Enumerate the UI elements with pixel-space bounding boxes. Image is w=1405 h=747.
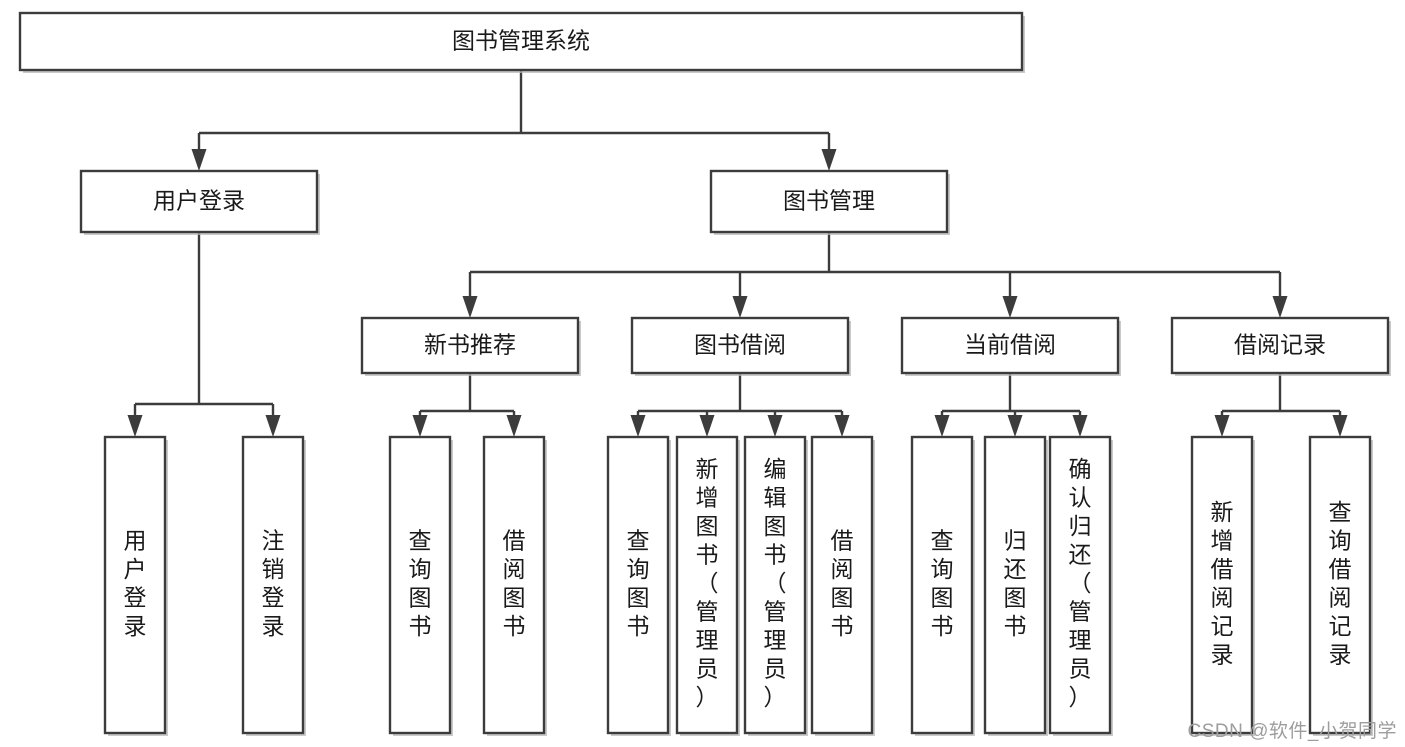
edge-arrowhead [462,296,478,318]
edge-group-new-book-rec [412,373,522,437]
edge-layer [127,70,1348,437]
node-leaf-borrow-book-rec[interactable]: 借阅图书 [482,435,547,736]
node-label: 查询图书 [409,527,432,639]
node-box[interactable] [388,435,452,735]
edge-arrowhead [1002,296,1018,318]
edge-arrowhead [506,415,522,437]
node-new-book-rec[interactable]: 新书推荐 [360,316,581,376]
edge-arrowhead [191,149,207,171]
node-label: 图书管理 [783,188,875,214]
edge-arrowhead [732,296,748,318]
node-label: 新增借阅记录 [1211,499,1234,668]
node-box[interactable] [606,435,670,735]
node-box[interactable] [1190,435,1254,735]
edge-arrowhead [821,149,837,171]
node-box[interactable] [1170,316,1390,375]
edge-arrowhead [265,415,281,437]
node-label: 编辑图书（管理员） [764,456,787,710]
edge-arrowhead [127,415,143,437]
node-label: 用户登录 [124,527,147,639]
edge-arrowhead [1007,415,1023,437]
node-box[interactable] [360,316,580,375]
node-leaf-user-login[interactable]: 用户登录 [103,435,168,736]
node-label: 查询借阅记录 [1329,499,1352,668]
node-box[interactable] [910,435,974,735]
node-label: 图书管理系统 [452,28,590,54]
edge-arrowhead [630,415,646,437]
edge-arrowhead [1332,415,1348,437]
node-box[interactable] [810,435,874,735]
node-leaf-add-book[interactable]: 新增图书（管理员） [675,435,740,736]
node-box[interactable] [103,435,167,735]
edge-group-borrow-record [1214,373,1348,437]
edge-arrowhead [699,415,715,437]
node-layer: 图书管理系统用户登录图书管理新书推荐图书借阅当前借阅借阅记录用户登录注销登录查询… [18,11,1391,736]
node-user-login[interactable]: 用户登录 [79,169,320,235]
edge-arrowhead [834,415,850,437]
node-book-manage[interactable]: 图书管理 [709,169,950,235]
node-leaf-return-book[interactable]: 归还图书 [983,435,1048,736]
node-label: 确认归还（管理员） [1069,456,1092,710]
node-box[interactable] [709,169,949,234]
node-label: 借阅图书 [831,527,854,639]
node-current-borrow[interactable]: 当前借阅 [900,316,1121,376]
node-leaf-confirm-return[interactable]: 确认归还（管理员） [1048,435,1113,736]
edge-arrowhead [1072,415,1088,437]
node-box[interactable] [743,435,807,735]
node-leaf-query-book-c[interactable]: 查询图书 [910,435,975,736]
node-leaf-query-record[interactable]: 查询借阅记录 [1308,435,1373,736]
node-leaf-add-record[interactable]: 新增借阅记录 [1190,435,1255,736]
node-label: 图书借阅 [694,332,786,358]
node-book-borrow[interactable]: 图书借阅 [630,316,851,376]
node-label: 注销登录 [262,527,285,639]
node-box[interactable] [79,169,319,234]
node-box[interactable] [900,316,1120,375]
edge-arrowhead [934,415,950,437]
node-box[interactable] [1308,435,1372,735]
node-leaf-edit-book[interactable]: 编辑图书（管理员） [743,435,808,736]
node-box[interactable] [983,435,1047,735]
edge-arrowhead [1214,415,1230,437]
node-box[interactable] [18,11,1024,72]
node-box[interactable] [1048,435,1112,735]
node-leaf-query-book-b[interactable]: 查询图书 [606,435,671,736]
edge-arrowhead [412,415,428,437]
node-box[interactable] [241,435,305,735]
node-label: 用户登录 [153,188,245,214]
node-label: 借阅图书 [503,527,526,639]
node-root[interactable]: 图书管理系统 [18,11,1025,73]
node-box[interactable] [630,316,850,375]
edge-group-current-borrow [934,373,1088,437]
node-box[interactable] [482,435,546,735]
node-leaf-borrow-book-b[interactable]: 借阅图书 [810,435,875,736]
node-label: 查询图书 [931,527,954,639]
edge-arrowhead [767,415,783,437]
edge-arrowhead [1272,296,1288,318]
node-label: 当前借阅 [964,332,1056,358]
node-label: 新书推荐 [424,332,516,358]
node-borrow-record[interactable]: 借阅记录 [1170,316,1391,376]
node-label: 查询图书 [627,527,650,639]
edge-group-book-borrow [630,373,850,437]
edge-group-book-manage [462,232,1288,318]
node-label: 新增图书（管理员） [696,456,719,710]
node-box[interactable] [675,435,739,735]
node-leaf-query-book-rec[interactable]: 查询图书 [388,435,453,736]
node-label: 借阅记录 [1234,332,1326,358]
edge-group-root [191,70,837,171]
node-label: 归还图书 [1004,527,1027,639]
node-leaf-user-logout[interactable]: 注销登录 [241,435,306,736]
edge-group-user-login [127,232,281,437]
